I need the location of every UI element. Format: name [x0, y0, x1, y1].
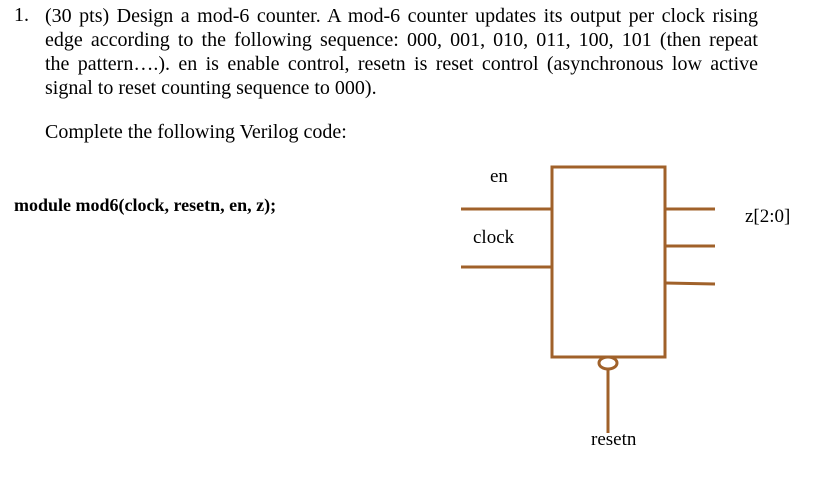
question-text-line: signal to reset counting sequence to 000…	[45, 77, 377, 99]
resetn-label: resetn	[591, 429, 637, 450]
inversion-bubble	[597, 355, 619, 371]
question-text-line: (30 pts) Design a mod-6 counter. A mod-6…	[45, 5, 758, 27]
module-declaration: module mod6(clock, resetn, en, z);	[14, 195, 277, 215]
question-text-line: edge according to the following sequence…	[45, 29, 758, 51]
instruction-text: Complete the following Verilog code:	[45, 121, 347, 143]
question-text-line: the pattern….). en is enable control, re…	[45, 53, 758, 75]
en-label: en	[490, 166, 508, 187]
output-wire-0	[664, 281, 716, 286]
question-number: 1.	[14, 4, 29, 26]
output-label: z[2:0]	[745, 206, 791, 227]
counter-block	[550, 165, 667, 359]
clock-label: clock	[473, 227, 515, 248]
